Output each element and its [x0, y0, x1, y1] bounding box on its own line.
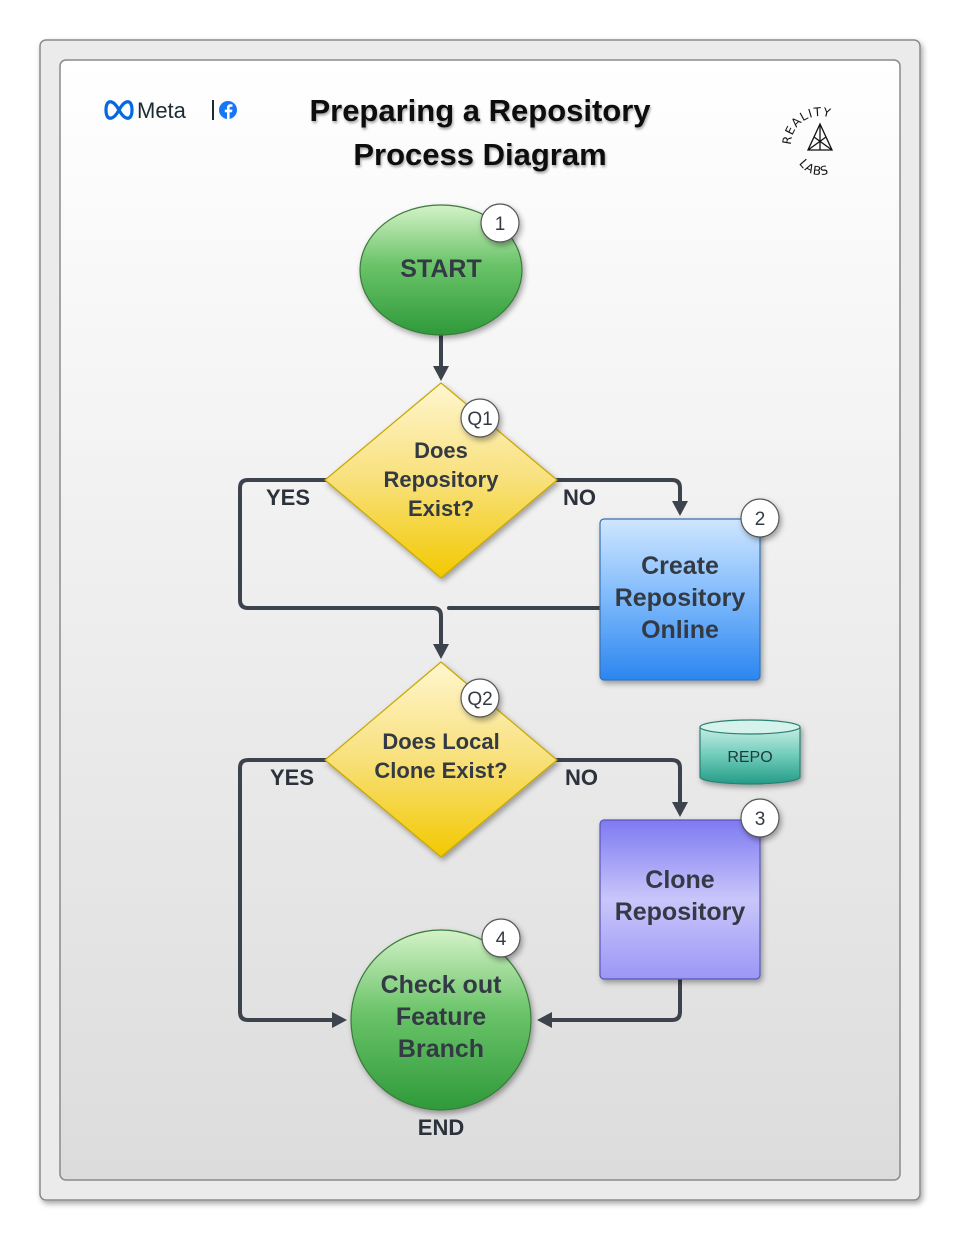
diagram-title-line2: Process Diagram	[353, 137, 606, 172]
q1-no-label: NO	[563, 485, 596, 510]
checkout-node: Check out Feature Branch 4	[350, 918, 532, 1111]
create-line2: Repository	[615, 584, 746, 612]
start-badge-label: 1	[495, 214, 506, 235]
repo-label: REPO	[727, 749, 772, 766]
facebook-icon	[219, 101, 237, 119]
checkout-line1: Check out	[381, 971, 503, 999]
repo-cylinder: REPO	[699, 719, 801, 785]
q1-line2: Repository	[384, 467, 500, 492]
q2-badge	[460, 678, 500, 718]
q1-diamond	[324, 382, 558, 579]
meta-infinity-icon	[104, 100, 134, 120]
meta-wordmark: Meta	[137, 98, 187, 123]
q1-badge-label: Q1	[467, 409, 492, 430]
checkout-circle	[350, 929, 532, 1111]
start-ellipse	[359, 204, 523, 336]
logo-divider	[212, 100, 214, 120]
q2-badge-label: Q2	[467, 689, 492, 710]
create-line3: Online	[641, 616, 719, 644]
create-badge-label: 2	[755, 509, 766, 530]
diagram-title-line1: Preparing a Repository	[309, 93, 651, 128]
q1-line3: Exist?	[408, 496, 474, 521]
q2-line1: Does Local	[382, 729, 499, 754]
q2-no-label: NO	[565, 765, 598, 790]
clone-line1: Clone	[645, 866, 715, 894]
start-badge	[480, 203, 520, 243]
connectors	[238, 333, 688, 1028]
q1-line1: Does	[414, 438, 468, 463]
clone-line2: Repository	[615, 898, 746, 926]
repo-cylinder-top	[699, 719, 801, 735]
create-line1: Create	[641, 552, 719, 580]
reality-labs-pyramid-icon	[806, 122, 834, 151]
create-box	[599, 518, 761, 681]
create-repository-node: Create Repository Online 2	[599, 498, 780, 681]
clone-badge	[740, 798, 780, 838]
q2-yes-label: YES	[270, 765, 314, 790]
checkout-line2: Feature	[396, 1003, 486, 1031]
q1-decision: Does Repository Exist? Q1 YES NO	[266, 382, 596, 579]
clone-repository-node: Clone Repository 3	[599, 798, 780, 980]
checkout-badge-label: 4	[496, 929, 507, 950]
q2-line2: Clone Exist?	[374, 758, 507, 783]
q2-decision: Does Local Clone Exist? Q2 YES NO	[270, 661, 598, 858]
q2-diamond	[324, 661, 558, 858]
repo-cylinder-body	[699, 726, 801, 785]
q1-yes-label: YES	[266, 485, 310, 510]
checkout-badge	[481, 918, 521, 958]
end-label: END	[418, 1115, 464, 1140]
checkout-line3: Branch	[398, 1035, 484, 1063]
start-label: START	[400, 255, 481, 283]
q1-badge	[460, 398, 500, 438]
clone-badge-label: 3	[755, 809, 766, 830]
start-node: START 1	[359, 203, 523, 336]
meta-logo: Meta	[104, 98, 237, 123]
clone-box	[599, 819, 761, 980]
create-badge	[740, 498, 780, 538]
